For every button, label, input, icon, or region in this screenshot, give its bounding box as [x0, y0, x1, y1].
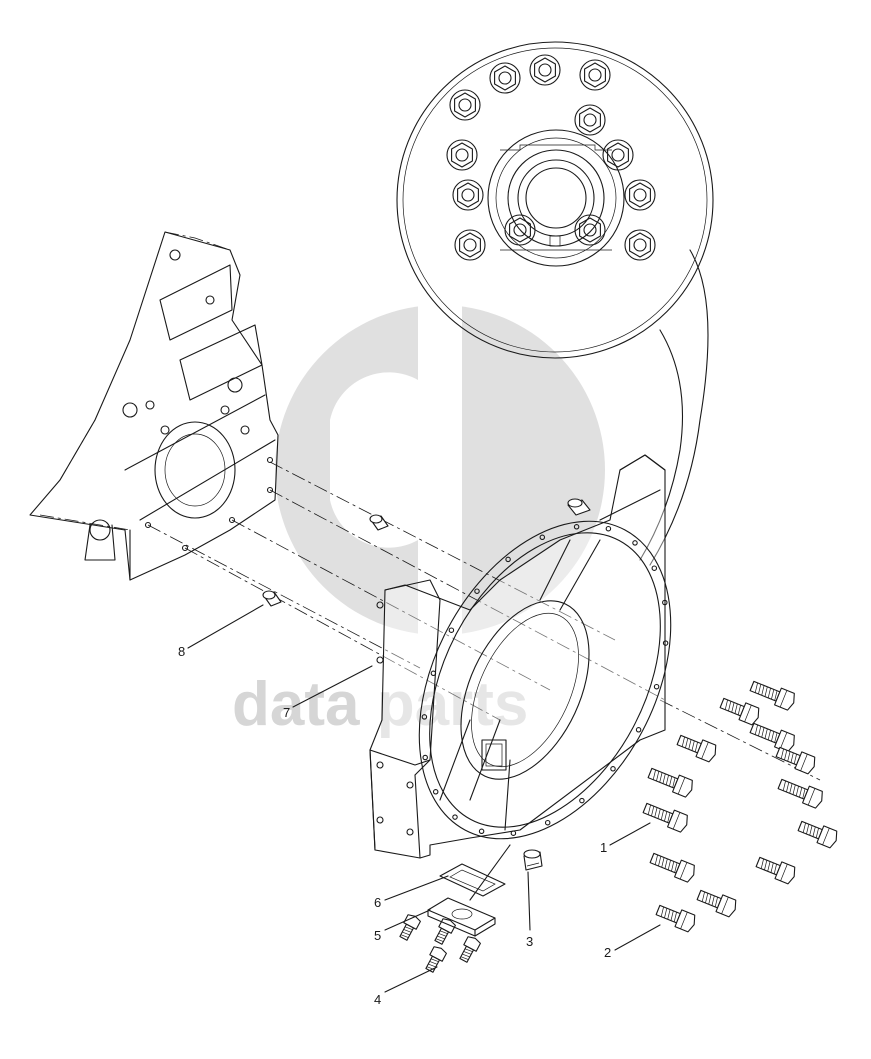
hex-bolt	[755, 856, 796, 885]
detail-bolt-head	[504, 214, 536, 246]
flange-hole	[635, 727, 642, 733]
dowel-pins	[262, 514, 389, 607]
callout-4: 4	[374, 992, 381, 1007]
hex-bolt	[655, 904, 696, 933]
callout-3: 3	[526, 934, 533, 949]
hex-bolt	[797, 820, 838, 849]
detail-bolt-head	[449, 89, 481, 121]
detail-bolt-head	[579, 59, 611, 91]
hex-bolt	[696, 889, 737, 918]
detail-bolt-head	[624, 229, 656, 261]
flange-hole	[573, 524, 580, 530]
flange-hole	[605, 525, 612, 532]
cover-bolt	[434, 918, 456, 945]
hex-bolt	[749, 680, 795, 711]
flange-hole	[579, 797, 585, 804]
detail-bolt-head	[574, 214, 606, 246]
detail-bolt-head	[489, 62, 521, 94]
flange-hole	[478, 828, 485, 835]
flange-hole	[474, 588, 480, 594]
detail-bolt-head	[454, 229, 486, 261]
hex-bolt	[719, 697, 760, 726]
callout-8: 8	[178, 644, 185, 659]
cover-bolt	[459, 936, 481, 963]
engine-block	[29, 231, 279, 581]
detail-bolt-head	[624, 179, 656, 211]
flange-hole	[653, 683, 660, 690]
callout-6: 6	[374, 895, 381, 910]
detail-bolt-head	[529, 54, 561, 86]
flange-hole	[448, 627, 455, 633]
flywheel-housing	[369, 454, 672, 859]
detail-bolt-head	[602, 139, 634, 171]
callout-5: 5	[374, 928, 381, 943]
callout-2: 2	[604, 945, 611, 960]
watermark: data parts	[232, 300, 605, 739]
cover-bolt	[399, 914, 421, 941]
flange-hole	[421, 714, 428, 720]
detail-bolt-heads	[446, 54, 656, 261]
hex-bolt	[647, 767, 693, 798]
flange-hole	[544, 819, 551, 826]
flange-hole	[632, 540, 638, 546]
hex-bolt	[642, 802, 688, 833]
hex-bolt	[777, 778, 823, 809]
hex-bolt	[749, 722, 795, 753]
hex-bolt	[676, 734, 717, 763]
hex-bolt	[649, 852, 695, 883]
leader-lines	[187, 604, 661, 993]
callout-labels: 1 2 3 4 5 6 7 8	[178, 644, 611, 1007]
flange-hole	[505, 556, 511, 563]
drain-plug	[523, 849, 543, 871]
detail-bolt-head	[574, 104, 606, 136]
hex-bolt	[775, 746, 816, 775]
flange-hole	[430, 670, 437, 677]
flange-hole	[432, 789, 439, 795]
cover-bolt	[425, 946, 447, 973]
callout-1: 1	[600, 840, 607, 855]
flange-hole	[452, 814, 458, 820]
alignment-lines	[147, 461, 821, 781]
gasket	[439, 863, 506, 897]
flange-hole	[610, 766, 616, 772]
flange-hole	[662, 640, 669, 646]
detail-bolt-head	[446, 139, 478, 171]
flange-hole	[662, 599, 668, 606]
flange-hole	[510, 830, 517, 836]
callout-7: 7	[283, 705, 290, 720]
flange-hole	[422, 754, 428, 761]
flange-hole	[539, 534, 546, 541]
detail-bolt-head	[452, 179, 484, 211]
housing-bolts	[642, 680, 838, 933]
flange-hole	[651, 565, 658, 571]
cover-plate	[427, 897, 496, 937]
watermark-text: data parts	[232, 670, 528, 739]
detail-zoom-circle	[396, 41, 714, 566]
housing-flange-holes	[421, 524, 669, 836]
